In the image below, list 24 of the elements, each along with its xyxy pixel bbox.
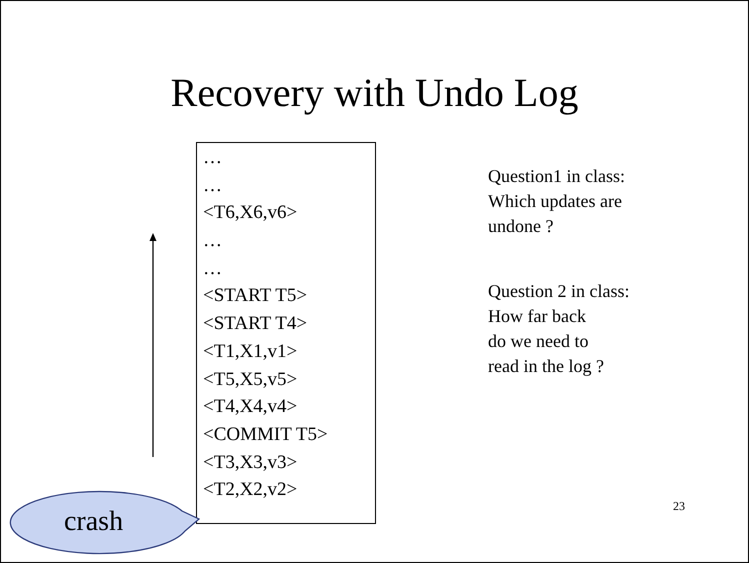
- log-entry: …: [203, 146, 223, 170]
- log-entry: <START T5>: [203, 284, 308, 308]
- log-box: [196, 142, 376, 524]
- log-entry: …: [203, 174, 223, 198]
- log-entry: <T3,X3,v3>: [203, 450, 298, 475]
- question-text: read in the log ?: [488, 355, 604, 378]
- question-text: Question1 in class:: [488, 165, 625, 188]
- log-entry: …: [203, 229, 223, 254]
- log-entry: <COMMIT T5>: [203, 422, 329, 447]
- log-entry: <T4,X4,v4>: [203, 395, 298, 420]
- question-text: undone ?: [488, 215, 554, 238]
- page-number: 23: [673, 498, 685, 514]
- log-entry: …: [203, 256, 223, 281]
- title: Recovery with Undo Log: [170, 69, 580, 116]
- question-text: do we need to: [488, 330, 588, 353]
- log-entry: <T1,X1,v1>: [203, 340, 298, 364]
- log-entry: <T5,X5,v5>: [203, 368, 298, 392]
- callout-text: crash: [64, 505, 124, 539]
- question-text: Which updates are: [488, 190, 622, 213]
- question-text: Question 2 in class:: [488, 280, 630, 303]
- log-entry: <T6,X6,v6>: [203, 201, 298, 226]
- log-entry: <START T4>: [203, 312, 308, 336]
- log-entry: <T2,X2,v2>: [203, 478, 298, 502]
- question-text: How far back: [488, 305, 586, 328]
